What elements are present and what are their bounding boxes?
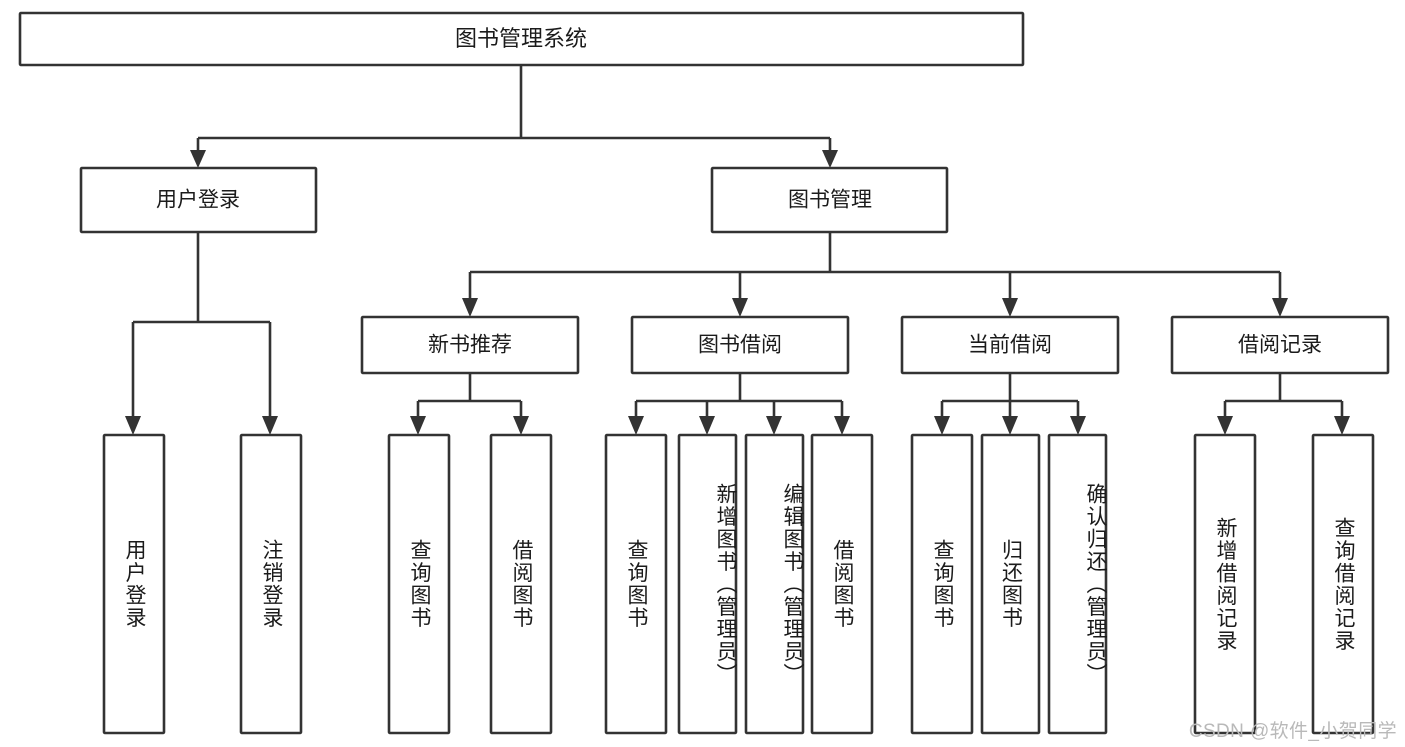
node-book-borrow-label: 图书借阅 bbox=[698, 334, 782, 357]
node-user-login-label: 用户登录 bbox=[156, 189, 240, 212]
node-current-borrow-label: 当前借阅 bbox=[968, 334, 1052, 357]
arrowhead-borrow-record bbox=[1272, 298, 1288, 317]
arrowhead-bb-leaf-4 bbox=[834, 416, 850, 435]
arrowhead-ul-leaf-1 bbox=[125, 416, 141, 435]
csdn-watermark: CSDN @软件_小贺同学 bbox=[1188, 721, 1397, 742]
node-borrow-record-box[interactable] bbox=[1170, 315, 1390, 375]
connector-layer bbox=[125, 65, 1350, 435]
node-leaf-book-borrow-1-box[interactable] bbox=[604, 433, 668, 735]
node-leaf-book-borrow-3-box[interactable] bbox=[744, 433, 805, 735]
arrowhead-bb-leaf-2 bbox=[699, 416, 715, 435]
arrowhead-nb-leaf-1 bbox=[410, 416, 426, 435]
node-leaf-current-borrow-1-box[interactable] bbox=[910, 433, 974, 735]
arrowhead-br-leaf-1 bbox=[1217, 416, 1233, 435]
node-new-book-label: 新书推荐 bbox=[428, 334, 512, 357]
arrowhead-br-leaf-2 bbox=[1334, 416, 1350, 435]
node-leaf-user-login-2-box[interactable] bbox=[239, 433, 303, 735]
node-leaf-borrow-record-1-box[interactable] bbox=[1193, 433, 1257, 735]
node-leaf-borrow-record-2-box[interactable] bbox=[1311, 433, 1375, 735]
node-leaf-current-borrow-2-box[interactable] bbox=[980, 433, 1041, 735]
arrowhead-bb-leaf-1 bbox=[628, 416, 644, 435]
node-leaf-book-borrow-4-box[interactable] bbox=[810, 433, 874, 735]
node-borrow-record-label: 借阅记录 bbox=[1238, 334, 1322, 357]
arrowhead-current-borrow bbox=[1002, 298, 1018, 317]
arrowhead-new-book bbox=[462, 298, 478, 317]
node-root-box[interactable] bbox=[18, 11, 1025, 67]
arrowhead-user-login bbox=[190, 150, 206, 168]
node-leaf-new-book-2-box[interactable] bbox=[489, 433, 553, 735]
arrowhead-book-manage bbox=[822, 150, 838, 168]
node-leaf-book-borrow-2-box[interactable] bbox=[677, 433, 738, 735]
node-leaf-new-book-1-box[interactable] bbox=[387, 433, 451, 735]
arrowhead-cb-leaf-1 bbox=[934, 416, 950, 435]
node-leaf-user-login-1-box[interactable] bbox=[102, 433, 166, 735]
node-book-manage-box[interactable] bbox=[710, 166, 949, 234]
arrowhead-bb-leaf-3 bbox=[766, 416, 782, 435]
arrowhead-nb-leaf-2 bbox=[513, 416, 529, 435]
arrowhead-cb-leaf-3 bbox=[1070, 416, 1086, 435]
arrowhead-ul-leaf-2 bbox=[262, 416, 278, 435]
node-book-borrow-box[interactable] bbox=[630, 315, 850, 375]
node-current-borrow-box[interactable] bbox=[900, 315, 1120, 375]
arrowhead-cb-leaf-2 bbox=[1002, 416, 1018, 435]
node-new-book-box[interactable] bbox=[360, 315, 580, 375]
node-layer: 图书管理系统 用户登录 图书管理 新书推荐 图书借阅 当前借阅 借阅记录 bbox=[18, 11, 1390, 735]
node-leaf-current-borrow-3-box[interactable] bbox=[1047, 433, 1108, 735]
arrowhead-book-borrow bbox=[732, 298, 748, 317]
node-user-login-box[interactable] bbox=[79, 166, 318, 234]
node-root-label: 图书管理系统 bbox=[455, 26, 587, 51]
node-book-manage-label: 图书管理 bbox=[788, 189, 872, 212]
